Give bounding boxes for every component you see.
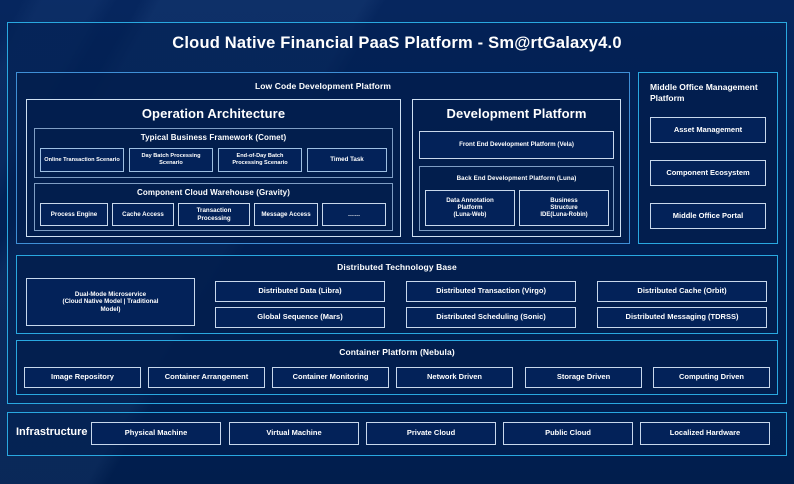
scenario-box-timed-task[interactable]: Timed Task [307,148,387,172]
data-annotation-platform-box[interactable]: Data Annotation Platform (Luna-Web) [425,190,515,226]
component-box-cache-access[interactable]: Cache Access [112,203,174,226]
typical-business-framework-title: Typical Business Framework (Comet) [140,133,287,142]
infrastructure-item-public-cloud[interactable]: Public Cloud [503,422,633,445]
distributed-base-item-distributed-data[interactable]: Distributed Data (Libra) [215,281,385,302]
back-end-development-platform-title: Back End Development Platform (Luna) [456,175,577,182]
infrastructure-item-physical-machine[interactable]: Physical Machine [91,422,221,445]
data-annotation-platform-line1: Data Annotation [446,197,494,205]
component-box-ellipsis[interactable]: …… [322,203,386,226]
container-platform-item-storage-driven[interactable]: Storage Driven [525,367,642,388]
scenario-box-day-batch-processing[interactable]: Day Batch Processing Scenario [129,148,213,172]
middle-office-management-platform-title: Middle Office Management Platform [650,82,758,104]
development-platform-title: Development Platform [446,106,587,121]
operation-architecture-title: Operation Architecture [141,106,286,121]
dual-mode-microservice-box[interactable]: Dual-Mode Microservice (Cloud Native Mod… [26,278,195,326]
distributed-base-item-distributed-transaction[interactable]: Distributed Transaction (Virgo) [406,281,576,302]
distributed-base-item-distributed-messaging[interactable]: Distributed Messaging (TDRSS) [597,307,767,328]
business-structure-ide-line3: IDE(Luna-Robin) [540,211,588,218]
data-annotation-platform-line2: Platform [457,204,483,212]
dual-mode-microservice-line3: Model) [100,305,121,313]
container-platform-item-container-monitoring[interactable]: Container Monitoring [272,367,389,388]
infrastructure-item-localized-hardware[interactable]: Localized Hardware [640,422,770,445]
component-box-process-engine[interactable]: Process Engine [40,203,108,226]
distributed-technology-base-title: Distributed Technology Base [337,262,457,272]
middle-office-item-middle-office-portal[interactable]: Middle Office Portal [650,203,766,229]
page-title: Cloud Native Financial PaaS Platform - S… [172,34,622,52]
infrastructure-item-virtual-machine[interactable]: Virtual Machine [229,422,359,445]
distributed-base-item-global-sequence[interactable]: Global Sequence (Mars) [215,307,385,328]
container-platform-item-image-repository[interactable]: Image Repository [24,367,141,388]
container-platform-title: Container Platform (Nebula) [339,347,455,357]
dual-mode-microservice-line1: Dual-Mode Microservice [74,291,147,299]
business-structure-ide-box[interactable]: Business Structure IDE(Luna-Robin) [519,190,609,226]
scenario-box-online-transaction[interactable]: Online Transaction Scenario [40,148,124,172]
middle-office-item-asset-management[interactable]: Asset Management [650,117,766,143]
container-platform-item-network-driven[interactable]: Network Driven [396,367,513,388]
data-annotation-platform-line3: (Luna-Web) [453,211,487,218]
front-end-development-platform-box[interactable]: Front End Development Platform (Vela) [419,131,614,159]
component-cloud-warehouse-title: Component Cloud Warehouse (Gravity) [137,188,290,197]
component-box-message-access[interactable]: Message Access [254,203,318,226]
infrastructure-item-private-cloud[interactable]: Private Cloud [366,422,496,445]
container-platform-item-container-arrangement[interactable]: Container Arrangement [148,367,265,388]
container-platform-item-computing-driven[interactable]: Computing Driven [653,367,770,388]
component-box-transaction-processing[interactable]: Transaction Processing [178,203,250,226]
low-code-development-platform-title: Low Code Development Platform [254,81,392,91]
scenario-box-end-of-day-batch-processing[interactable]: End-of-Day Batch Processing Scenario [218,148,302,172]
infrastructure-label: Infrastructure [16,426,88,438]
business-structure-ide-line1: Business [550,197,578,205]
business-structure-ide-line2: Structure [550,204,578,212]
distributed-base-item-distributed-cache[interactable]: Distributed Cache (Orbit) [597,281,767,302]
dual-mode-microservice-line2: (Cloud Native Model | Traditional [62,298,159,306]
distributed-base-item-distributed-scheduling[interactable]: Distributed Scheduling (Sonic) [406,307,576,328]
middle-office-item-component-ecosystem[interactable]: Component Ecosystem [650,160,766,186]
